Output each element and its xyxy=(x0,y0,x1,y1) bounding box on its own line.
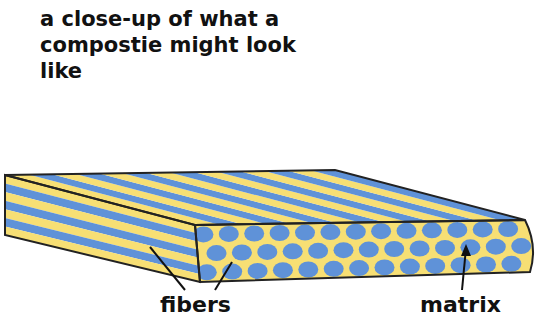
fiber-dot xyxy=(207,245,227,261)
fiber-dot xyxy=(422,222,442,238)
fiber-dot xyxy=(410,241,430,257)
fiber-dot xyxy=(298,262,318,278)
fiber-dot xyxy=(346,224,366,240)
fiber-dot xyxy=(308,243,328,259)
fiber-dot xyxy=(501,256,521,272)
fiber-dot xyxy=(273,262,293,278)
fiber-dot xyxy=(384,241,404,257)
fiber-dot xyxy=(219,226,239,242)
fiber-dot xyxy=(425,258,445,274)
fiber-stripes-side xyxy=(5,175,200,282)
fiber-dot xyxy=(397,223,417,239)
fiber-dot xyxy=(248,263,268,279)
fiber-dot xyxy=(460,239,480,255)
fiber-dot xyxy=(451,257,471,273)
fiber-dot xyxy=(473,221,493,237)
leader-line xyxy=(215,262,232,290)
fiber-dot xyxy=(283,243,303,259)
fiber-dot xyxy=(435,240,455,256)
part-label: matrix xyxy=(420,292,501,318)
fiber-dot xyxy=(498,221,518,237)
fiber-stripe xyxy=(311,170,525,220)
fiber-stripe xyxy=(264,171,478,221)
fiber-dot xyxy=(349,260,369,276)
fiber-dot xyxy=(324,261,344,277)
matrix-end-face xyxy=(193,220,533,282)
part-label: fibers xyxy=(160,292,231,318)
fiber-dot xyxy=(447,222,467,238)
fiber-stripe xyxy=(288,170,502,220)
fiber-dot xyxy=(257,244,277,260)
fiber-dot xyxy=(375,259,395,275)
fiber-dot xyxy=(511,238,531,254)
fiber-stripe xyxy=(5,218,199,274)
fiber-dot xyxy=(486,239,506,255)
fiber-dot xyxy=(244,226,264,242)
fiber-dot xyxy=(400,259,420,275)
title: a close-up of what a compostie might loo… xyxy=(40,6,302,84)
fiber-dot xyxy=(270,225,290,241)
fiber-dot xyxy=(320,224,340,240)
fiber-dot xyxy=(334,242,354,258)
fiber-dots xyxy=(193,221,531,280)
fiber-dot xyxy=(232,245,252,261)
slab-end-outline xyxy=(195,220,533,282)
fiber-dot xyxy=(371,223,391,239)
slab-side-outline xyxy=(5,175,200,282)
fiber-dot xyxy=(476,257,496,273)
leader-line xyxy=(150,247,185,290)
fiber-dot xyxy=(359,242,379,258)
leader-arrowhead xyxy=(461,244,471,256)
fiber-dot xyxy=(295,225,315,241)
slab-top-outline xyxy=(5,170,525,225)
